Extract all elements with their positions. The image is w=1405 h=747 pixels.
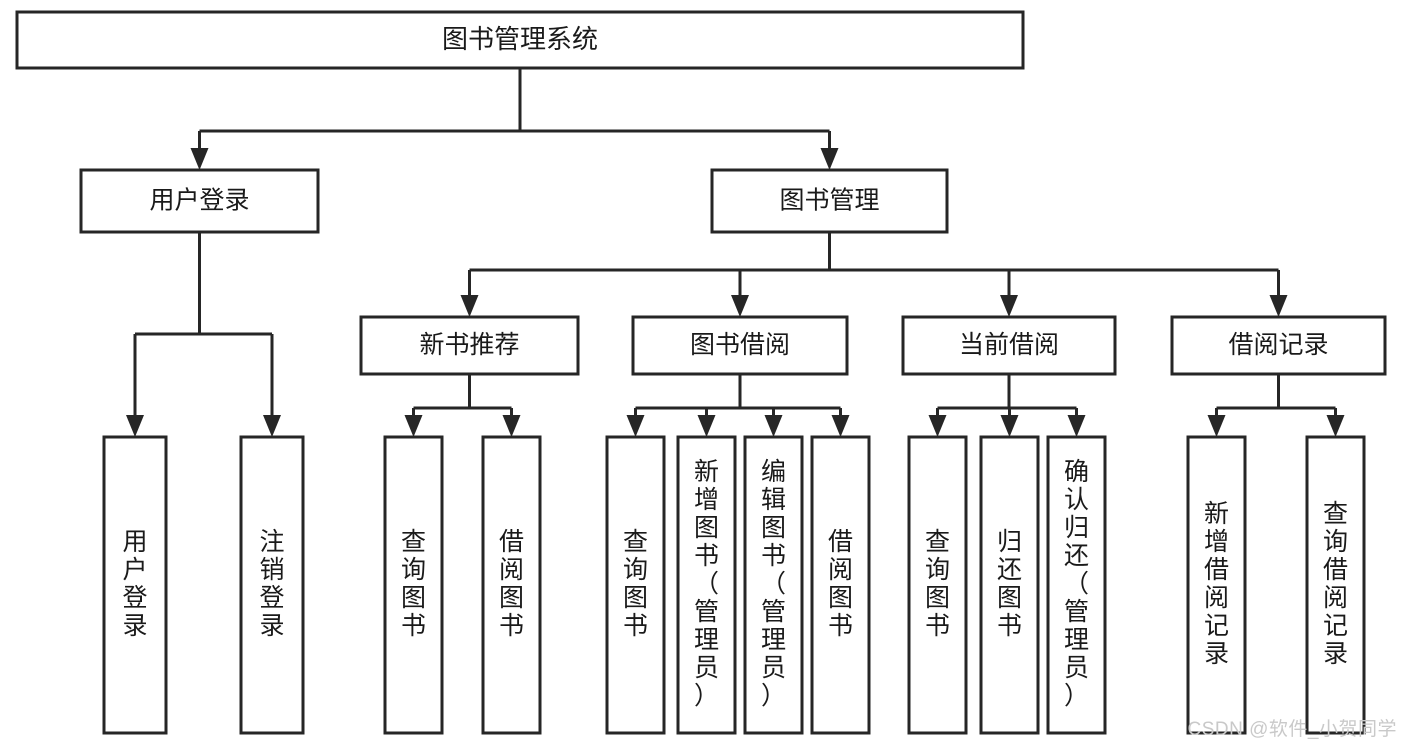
arrow-head [820,148,839,170]
node-label: 图书管理系统 [442,24,598,54]
node-label: 用户登录 [122,528,147,640]
node-leaf-3-1[interactable]: 归还图书 [979,435,1040,735]
node-label: 确认归还（管理员） [1064,458,1089,710]
node-box[interactable] [907,435,968,735]
node-box[interactable] [605,435,666,735]
node-label: 当前借阅 [959,331,1059,359]
node-box[interactable] [676,435,737,735]
node-leaf-1-0[interactable]: 查询图书 [383,435,444,735]
node-label: 查询图书 [925,528,950,640]
node-leaf-2-3[interactable]: 借阅图书 [810,435,871,735]
node-leaf-4-1[interactable]: 查询借阅记录 [1305,435,1366,735]
node-box[interactable] [481,435,542,735]
node-level3-3[interactable]: 借阅记录 [1170,315,1387,376]
node-leaf-2-0[interactable]: 查询图书 [605,435,666,735]
arrow-head [928,415,947,437]
node-leaf-0-0[interactable]: 用户登录 [102,435,168,735]
node-leaf-0-1[interactable]: 注销登录 [239,435,305,735]
connector-layer [126,68,1345,437]
arrow-head [263,415,281,437]
arrow-head [1000,415,1019,437]
node-level3-1[interactable]: 图书借阅 [631,315,849,376]
node-label: 查询图书 [401,528,426,640]
node-label: 新增借阅记录 [1204,500,1229,668]
arrow-head [731,295,749,317]
arrow-head [404,415,423,437]
node-box[interactable] [810,435,871,735]
node-box[interactable] [1170,315,1387,376]
node-box[interactable] [15,10,1025,70]
node-label: 图书管理 [779,187,879,215]
node-leaf-2-1[interactable]: 新增图书（管理员） [676,435,737,735]
node-level3-0[interactable]: 新书推荐 [359,315,580,376]
arrow-head [1207,415,1226,437]
node-box[interactable] [631,315,849,376]
node-box[interactable] [79,168,320,234]
node-box[interactable] [1046,435,1107,735]
node-label: 查询借阅记录 [1323,500,1348,668]
arrow-head [626,415,645,437]
node-box[interactable] [979,435,1040,735]
node-box[interactable] [239,435,305,735]
arrow-head [460,295,479,317]
node-box[interactable] [102,435,168,735]
node-box[interactable] [1305,435,1366,735]
node-level2-1[interactable]: 图书管理 [710,168,949,234]
node-label: 新书推荐 [419,331,519,359]
node-label: 注销登录 [259,528,284,640]
node-leaf-3-2[interactable]: 确认归还（管理员） [1046,435,1107,735]
node-box[interactable] [1186,435,1247,735]
node-leaf-1-1[interactable]: 借阅图书 [481,435,542,735]
node-leaf-2-2[interactable]: 编辑图书（管理员） [743,435,804,735]
node-label: 归还图书 [997,528,1022,640]
node-label: 借阅图书 [828,528,853,640]
arrow-head [831,415,850,437]
arrow-head [1269,295,1288,317]
node-box[interactable] [359,315,580,376]
arrow-head [1326,415,1345,437]
node-box[interactable] [901,315,1117,376]
node-box[interactable] [743,435,804,735]
node-label: 借阅图书 [499,528,524,640]
node-label: 图书借阅 [690,331,790,359]
node-label: 用户登录 [149,187,249,215]
node-leaf-3-0[interactable]: 查询图书 [907,435,968,735]
arrow-head [126,415,144,437]
arrow-head [502,415,521,437]
node-label: 新增图书（管理员） [694,458,719,710]
arrow-head [190,148,209,170]
arrow-head [764,415,783,437]
node-label: 借阅记录 [1228,331,1328,359]
arrow-head [1000,295,1018,317]
node-label: 编辑图书（管理员） [761,458,786,710]
node-box[interactable] [383,435,444,735]
node-box[interactable] [710,168,949,234]
node-label: 查询图书 [623,528,648,640]
arrow-head [697,415,716,437]
node-level2-0[interactable]: 用户登录 [79,168,320,234]
node-root[interactable]: 图书管理系统 [15,10,1025,70]
node-level3-2[interactable]: 当前借阅 [901,315,1117,376]
node-layer: 图书管理系统用户登录图书管理新书推荐图书借阅当前借阅借阅记录用户登录注销登录查询… [15,10,1387,735]
csdn-watermark: CSDN @软件_小贺同学 [1187,719,1397,740]
node-leaf-4-0[interactable]: 新增借阅记录 [1186,435,1247,735]
arrow-head [1067,415,1086,437]
